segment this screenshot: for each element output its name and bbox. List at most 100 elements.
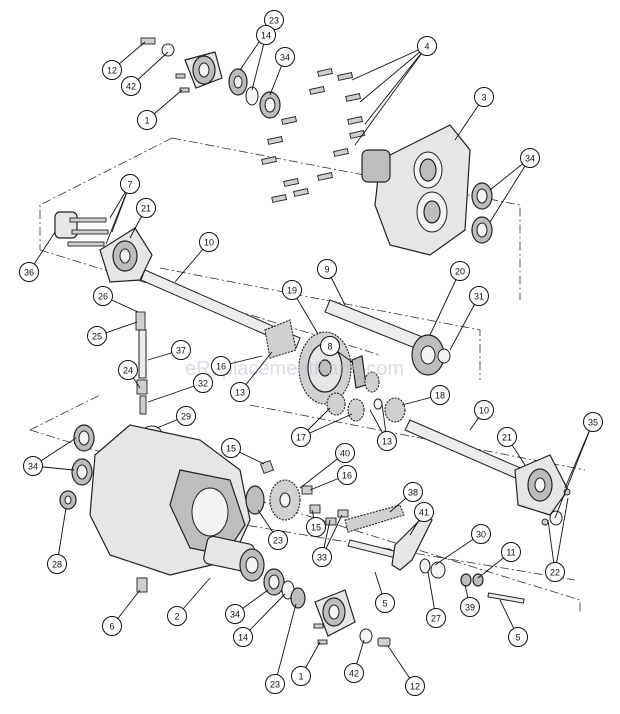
callout-30: 30: [471, 524, 491, 544]
washer-nut-set: [419, 558, 525, 604]
callout-circle: [469, 286, 489, 306]
callout-number: 1: [298, 672, 303, 682]
callout-circle: [282, 280, 302, 300]
callout-34: 34: [225, 604, 245, 624]
callout-number: 33: [317, 553, 327, 563]
callout-34: 34: [520, 148, 540, 168]
callout-number: 35: [588, 418, 598, 428]
callout-number: 5: [515, 633, 520, 643]
callout-34: 34: [23, 456, 43, 476]
callout-number: 2: [174, 612, 179, 622]
callout-number: 28: [52, 560, 62, 570]
callout-circle: [102, 616, 122, 636]
callout-number: 26: [98, 292, 108, 302]
callout-15: 15: [221, 438, 241, 458]
callout-number: 11: [506, 548, 515, 558]
callout-2: 2: [167, 606, 187, 626]
callout-circle: [256, 25, 276, 45]
callout-circle: [335, 443, 355, 463]
leader-line: [554, 497, 569, 573]
leader-line: [351, 45, 428, 81]
callout-10: 10: [199, 232, 219, 252]
callout-13: 13: [230, 382, 250, 402]
callout-circle: [199, 232, 219, 252]
callout-circle: [450, 261, 470, 281]
callout-number: 4: [424, 42, 429, 52]
callout-number: 34: [28, 462, 38, 472]
callout-number: 10: [204, 238, 214, 248]
callout-35: 35: [583, 412, 603, 432]
callout-28: 28: [47, 554, 67, 574]
callout-11: 11: [501, 542, 521, 562]
callout-41: 41: [414, 502, 434, 522]
callout-circle: [430, 385, 450, 405]
callout-number: 42: [349, 669, 359, 679]
brake-rod-assembly: [135, 311, 162, 439]
callout-number: 37: [176, 346, 186, 356]
callout-12: 12: [102, 60, 122, 80]
callout-number: 40: [340, 449, 350, 459]
callout-number: 16: [216, 362, 226, 372]
callout-26: 26: [93, 286, 113, 306]
callout-circle: [275, 47, 295, 67]
callout-circle: [102, 60, 122, 80]
callout-number: 13: [235, 388, 245, 398]
callout-number: 41: [419, 508, 429, 518]
leader-line: [364, 45, 428, 125]
brake-hub-right: [514, 454, 571, 526]
callout-14: 14: [233, 627, 253, 647]
differential-gears: [326, 355, 406, 423]
callout-number: 24: [123, 366, 133, 376]
callout-circle: [225, 604, 245, 624]
leader-line: [242, 593, 286, 638]
gear-set-lower: [260, 460, 349, 526]
callout-number: 15: [311, 523, 321, 533]
leader-line: [489, 157, 531, 223]
callout-circle: [291, 666, 311, 686]
output-shaft: [324, 299, 451, 376]
callout-circle: [268, 530, 288, 550]
callout-circle: [474, 87, 494, 107]
callout-15: 15: [306, 517, 326, 537]
callout-number: 42: [126, 82, 136, 92]
callout-20: 20: [450, 261, 470, 281]
callout-circle: [87, 326, 107, 346]
callout-circle: [460, 597, 480, 617]
callout-circle: [230, 382, 250, 402]
callout-circle: [426, 608, 446, 628]
callout-24: 24: [118, 360, 138, 380]
callout-circle: [118, 360, 138, 380]
callout-circle: [545, 562, 565, 582]
callout-circle: [417, 36, 437, 56]
callout-circle: [171, 340, 191, 360]
callout-circle: [320, 336, 340, 356]
callout-circle: [120, 174, 140, 194]
axle-hub-lower: [313, 589, 391, 647]
callout-7: 7: [120, 174, 140, 194]
callout-circle: [121, 76, 141, 96]
callout-number: 27: [431, 614, 441, 624]
callout-circle: [471, 524, 491, 544]
callout-38: 38: [403, 482, 423, 502]
callout-12: 12: [405, 676, 425, 696]
callout-8: 8: [320, 336, 340, 356]
callout-number: 5: [382, 599, 387, 609]
callout-3: 3: [474, 87, 494, 107]
callout-25: 25: [87, 326, 107, 346]
callout-circle: [193, 373, 213, 393]
callout-29: 29: [176, 406, 196, 426]
leader-line: [449, 295, 480, 351]
axle-shaft-upper: [140, 269, 301, 359]
callout-42: 42: [121, 76, 141, 96]
callout-number: 23: [270, 680, 280, 690]
callout-5: 5: [508, 627, 528, 647]
callout-33: 33: [312, 547, 332, 567]
callout-number: 1: [144, 116, 149, 126]
callout-number: 34: [280, 53, 290, 63]
callout-number: 23: [273, 536, 283, 546]
callout-37: 37: [171, 340, 191, 360]
callout-circle: [474, 400, 494, 420]
callout-10: 10: [474, 400, 494, 420]
callout-number: 34: [230, 610, 240, 620]
